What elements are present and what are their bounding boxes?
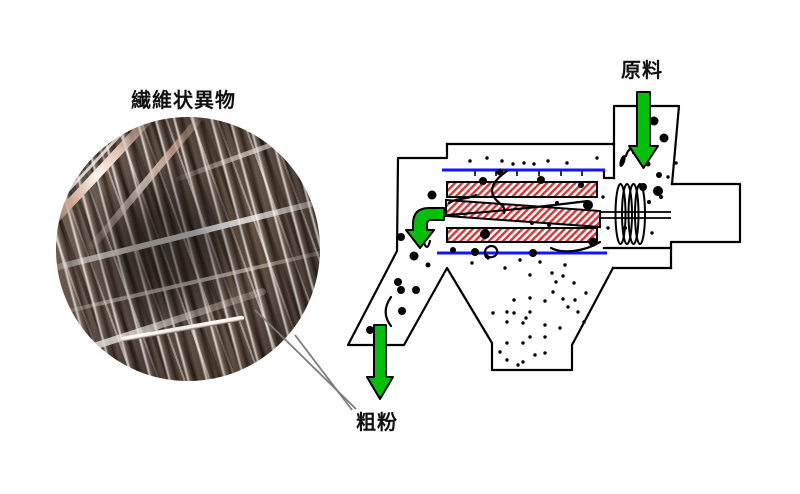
- callout-lines: [254, 309, 357, 411]
- coil-spring: [614, 183, 646, 245]
- flow-arrows: [366, 91, 659, 400]
- rotor-bar-top: [446, 181, 598, 198]
- coarse-reject-uturn-arrow: [405, 207, 445, 249]
- raw-material-arrow: [628, 91, 659, 169]
- rotor-bars: [445, 181, 601, 243]
- screen-mesh-top: [442, 168, 605, 176]
- fiber-micrograph-photo: [56, 117, 320, 381]
- particles-large: [366, 116, 669, 334]
- drive-housing: [669, 182, 742, 270]
- rotor-bar-bottom: [446, 227, 598, 243]
- rotor-bar-middle-tilted: [445, 198, 601, 229]
- fibrous-matter-caption: 繊維状異物: [131, 88, 236, 112]
- machine-body-outline: [346, 104, 742, 372]
- hopper-and-chute: [346, 142, 615, 372]
- coarse-powder-label: 粗粉: [356, 410, 398, 434]
- raw-material-label: 原料: [621, 58, 663, 82]
- coarse-outlet-arrow: [366, 324, 394, 400]
